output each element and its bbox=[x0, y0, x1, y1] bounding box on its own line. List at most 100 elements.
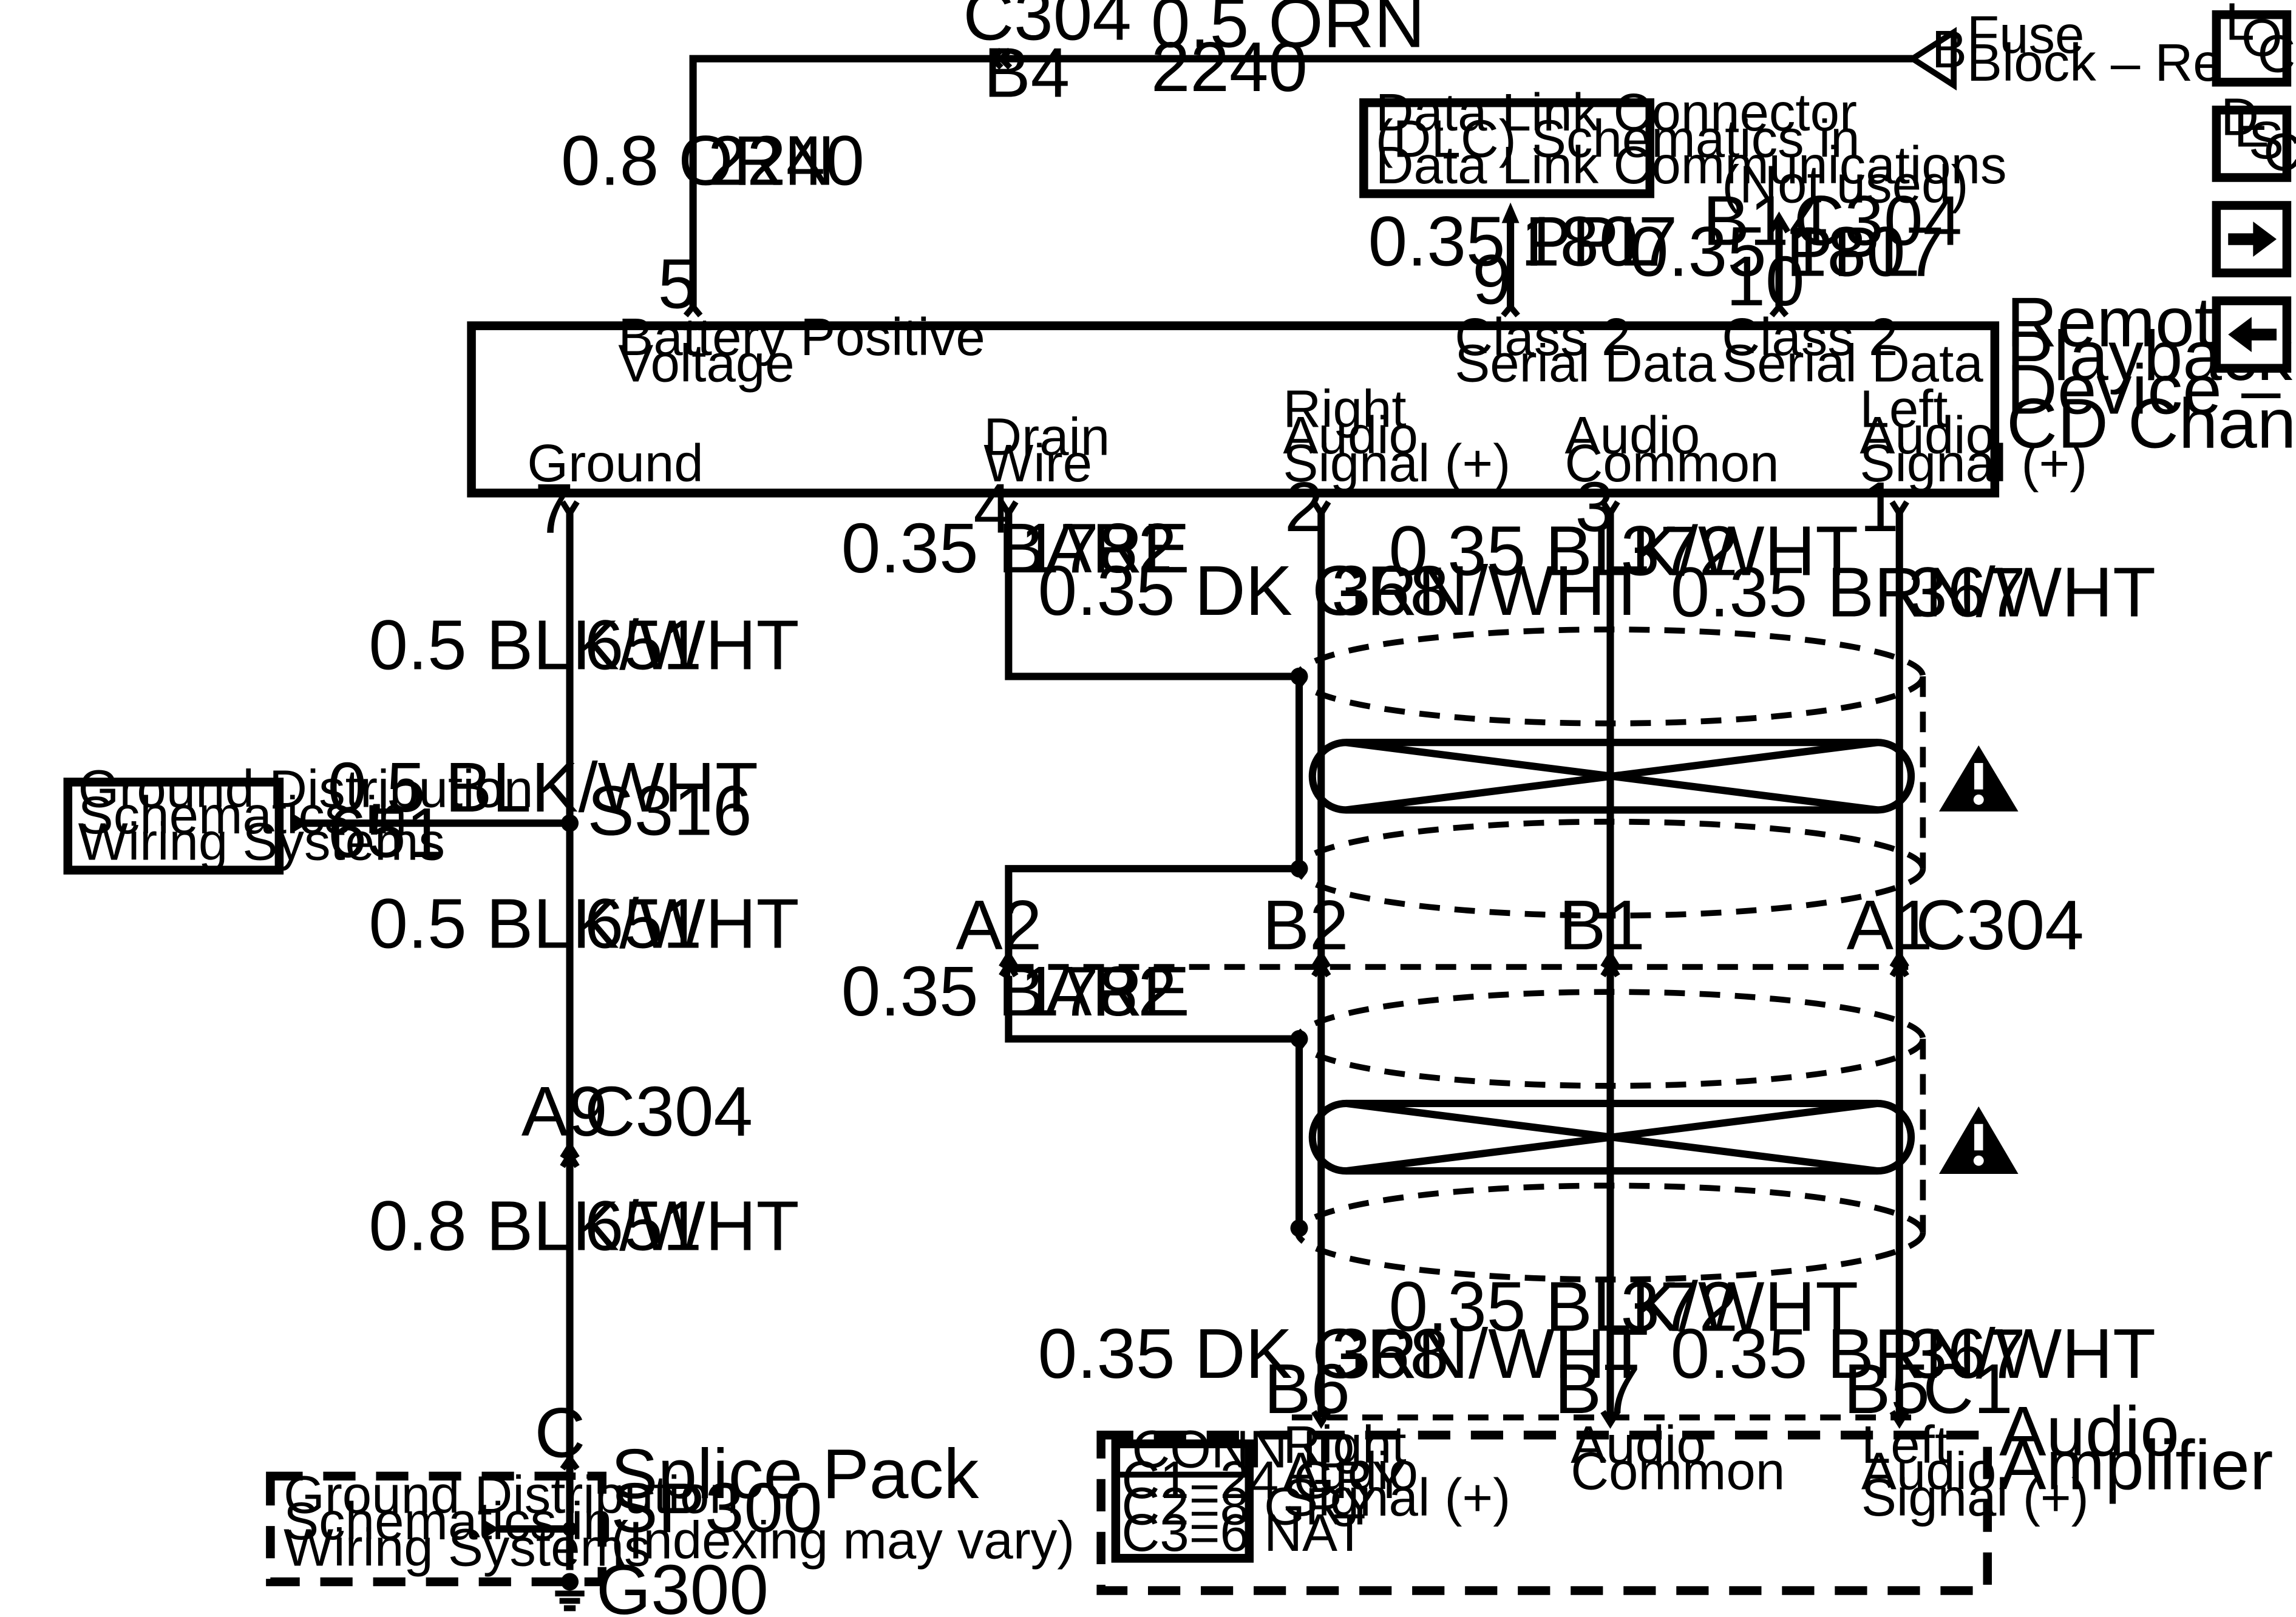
conn-id-table: CONN ID C1=24 GRY C2=8 GRY C3=6 NAT bbox=[1111, 1420, 1407, 1563]
battery-positive-label-line1: Battery Positive bbox=[618, 308, 985, 367]
fuse-block-label-line1: Fuse bbox=[1967, 5, 2084, 64]
common-circuit-upper: 372 bbox=[1620, 512, 1738, 591]
left-audio-label-line3: Signal (+) bbox=[1860, 434, 2087, 493]
ground-distribution-reference-bottom[interactable]: Ground Distribution Schematics in Wiring… bbox=[284, 1465, 739, 1577]
class2-b-label-line1: Class 2 bbox=[1722, 308, 1898, 367]
c304-b4-connector-symbol bbox=[988, 47, 1013, 70]
not-used-note: (Not used) bbox=[1722, 155, 1968, 214]
right-circuit-lower: 368 bbox=[1331, 1314, 1449, 1393]
g300-label: G300 bbox=[596, 1550, 769, 1617]
class2-a-label-line2: Serial Data bbox=[1455, 334, 1716, 393]
amp-common-label-line1: Audio bbox=[1571, 1415, 1706, 1474]
dlc-line2: (DLC) Schematics in bbox=[1376, 110, 1860, 169]
c1-label: C1 bbox=[1923, 1349, 2012, 1428]
drain-circuit-upper: 1782 bbox=[1021, 509, 1177, 588]
cd-changer-title-line4: CD Changer bbox=[2006, 384, 2296, 463]
ground-circuit: 0.5 BLK/WHT 651 0.5 BLK/WHT 651 S316 0.5… bbox=[266, 507, 1075, 1617]
cd-changer-box bbox=[467, 321, 2000, 498]
amplifier-title-line1: Audio bbox=[1999, 1392, 2179, 1471]
drain-wire-lower bbox=[1005, 975, 1299, 1043]
ground-wire-color-1: 0.5 BLK/WHT bbox=[369, 605, 799, 684]
battery-feed-wire bbox=[689, 55, 1913, 308]
ground-symbol-icon bbox=[555, 1590, 585, 1612]
audio-amplifier-component: Audio Amplifier Right Audio Signal (+) A… bbox=[1096, 1392, 2273, 1595]
desc-button[interactable]: D E S C bbox=[2212, 87, 2296, 182]
audio-common-label-line1: Audio bbox=[1565, 406, 1700, 465]
amp-left-label-line2: Audio bbox=[1861, 1442, 1997, 1501]
audio-signal-circuits: 0.35 BARE 1782 0.35 DK GRN/WHT 368 0.35 … bbox=[841, 507, 2156, 1429]
b14-label: B14 bbox=[1703, 181, 1828, 260]
pin-9-terminal bbox=[1501, 302, 1520, 317]
left-circuit-upper: 367 bbox=[1908, 552, 2026, 631]
battery-positive-label-line2: Voltage bbox=[618, 334, 794, 393]
not-used-arrow-icon bbox=[1767, 211, 1791, 234]
amp-common-label-line2: Common bbox=[1571, 1442, 1785, 1501]
ground-distribution-reference-top[interactable]: Ground Distribution Schematics in Wiring… bbox=[63, 760, 534, 875]
wire-color-top: 0.5 ORN bbox=[1151, 0, 1425, 62]
splice-pack-branch-arrow-icon bbox=[484, 1520, 500, 1538]
common-wire-color-upper: 0.35 BLK/WHT bbox=[1388, 512, 1858, 591]
ground-wire-color-2: 0.5 BLK/WHT bbox=[369, 884, 799, 963]
class2-b-label-line2: Serial Data bbox=[1722, 334, 1983, 393]
ground-ref-bottom-line2[interactable]: Schematics in bbox=[284, 1492, 613, 1551]
loc-button[interactable]: L O C bbox=[2212, 0, 2296, 87]
common-wire-color-lower: 0.35 BLK/WHT bbox=[1388, 1267, 1858, 1346]
loc-letter-c: C bbox=[2258, 24, 2296, 83]
conn-id-title: CONN ID bbox=[1132, 1420, 1354, 1479]
splice-pack-pin-c: C bbox=[535, 1394, 586, 1473]
twisted-pair-upper-cross-2 bbox=[1345, 739, 1878, 814]
prev-page-button[interactable] bbox=[2212, 296, 2292, 373]
fuse-terminal-label: B bbox=[1932, 20, 1967, 79]
c304-not-used-label: C304 bbox=[1794, 181, 1962, 260]
splice-pack-title-line1: Splice Pack bbox=[611, 1434, 979, 1513]
drain-circuit-lower: 1782 bbox=[1021, 952, 1177, 1031]
cd-changer-component: Battery Positive Voltage Class 2 Serial … bbox=[467, 283, 2296, 548]
not-used-circuit: (Not used) B14 C304 0.35 PPL 1807 10 bbox=[1629, 155, 1969, 320]
b1-label: B1 bbox=[1559, 886, 1645, 964]
ground-ref-bottom-line3[interactable]: Wiring Systems bbox=[284, 1518, 650, 1577]
loc-letter-o: O bbox=[2241, 8, 2283, 67]
amp-left-label-line1: Left bbox=[1861, 1415, 1949, 1474]
a1-label: A1 bbox=[1847, 886, 1933, 964]
dlc-circuit-number: 1807 bbox=[1521, 202, 1677, 281]
left-audio-label-line1: Left bbox=[1860, 379, 1948, 438]
right-circuit-upper: 368 bbox=[1331, 551, 1449, 630]
conn-id-c1: C1=24 GRY bbox=[1121, 1451, 1407, 1510]
amp-left-label-line3: Signal (+) bbox=[1861, 1468, 2089, 1527]
dlc-arrow-icon bbox=[1501, 202, 1520, 223]
c304-mid-terminals bbox=[999, 949, 1909, 978]
dlc-circuit: 0.35 PPL 1807 9 bbox=[1368, 202, 1678, 319]
class2-a-label-line1: Class 2 bbox=[1455, 308, 1631, 367]
left-audio-label-line2: Audio bbox=[1860, 406, 1995, 465]
dlc-reference-box[interactable] bbox=[1359, 98, 1655, 198]
desc-letter-d: D bbox=[2221, 87, 2259, 146]
conn-id-c3: C3=6 NAT bbox=[1121, 1503, 1365, 1562]
pin-10-label: 10 bbox=[1726, 242, 1804, 320]
splice-pack-dot bbox=[562, 1521, 577, 1537]
b4-label: B4 bbox=[983, 33, 1070, 112]
c304-ground-label: C304 bbox=[585, 1072, 753, 1151]
ground-ref-bottom-line1[interactable]: Ground Distribution bbox=[284, 1465, 739, 1524]
twisted-pair-lower-cross-2 bbox=[1345, 1099, 1878, 1175]
b2-label: B2 bbox=[1263, 886, 1349, 964]
dlc-reference[interactable]: Data Link Connector (DLC) Schematics in … bbox=[1359, 83, 2007, 198]
not-used-wire-color: 0.35 PPL bbox=[1629, 212, 1919, 291]
arrow-left-icon bbox=[2228, 317, 2277, 353]
splice-pack-pin-terminal bbox=[560, 1453, 580, 1471]
desc-letter-e: E bbox=[2234, 100, 2269, 158]
dlc-line1: Data Link Connector bbox=[1376, 83, 1857, 142]
drain-wire-color-upper: 0.35 BARE bbox=[841, 509, 1190, 588]
conn-id-box bbox=[1111, 1439, 1254, 1563]
dlc-wire-color: 0.35 PPL bbox=[1368, 202, 1658, 281]
audio-common-label-line2: Common bbox=[1565, 434, 1779, 493]
battery-feed-circuit: C304 B4 0.5 ORN 2240 0.8 ORN 2240 5 B Fu… bbox=[561, 0, 2269, 324]
next-page-button[interactable] bbox=[2212, 201, 2292, 277]
ground-distribution-top-box[interactable] bbox=[63, 778, 284, 875]
c304-label: C304 bbox=[963, 0, 1131, 55]
amp-right-label-line1: Right bbox=[1283, 1415, 1406, 1474]
ground-circuit-1: 651 bbox=[585, 605, 702, 684]
arrow-right-icon bbox=[2228, 222, 2277, 257]
ground-ref-top-line2: Schematics in bbox=[78, 786, 407, 845]
s316-branch-arrow-icon bbox=[294, 814, 309, 832]
